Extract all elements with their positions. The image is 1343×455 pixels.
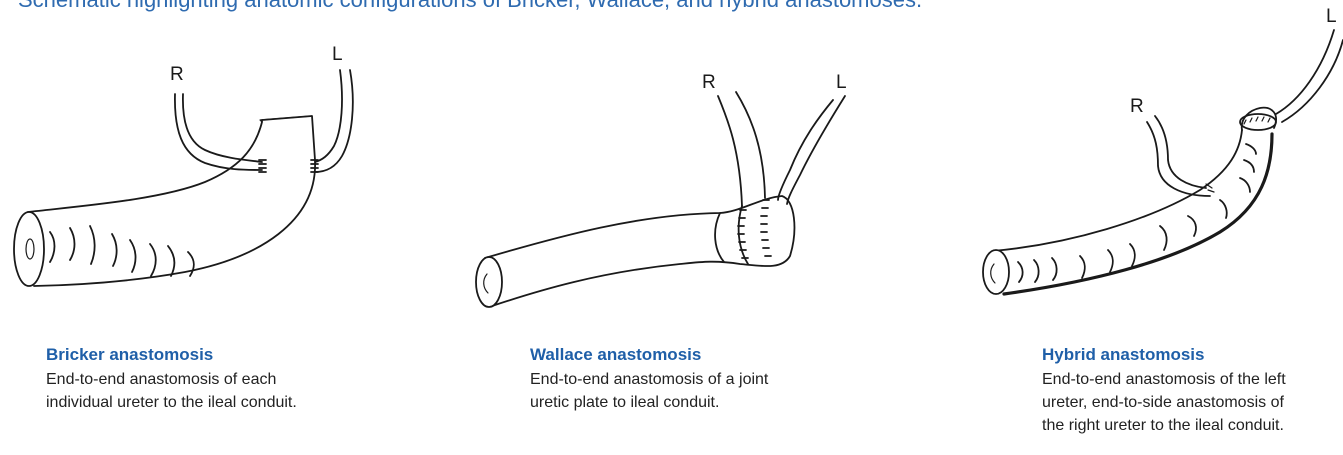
wallace-illustration: R L xyxy=(476,72,847,307)
bricker-caption: Bricker anastomosis End-to-end anastomos… xyxy=(46,344,297,414)
wallace-sutures xyxy=(738,200,771,258)
hybrid-left-ureter xyxy=(1276,30,1334,114)
hybrid-conduit-folds xyxy=(1018,144,1256,282)
wallace-caption: Wallace anastomosis End-to-end anastomos… xyxy=(530,344,768,414)
hybrid-conduit xyxy=(993,130,1242,251)
wallace-label-l: L xyxy=(836,72,847,93)
bricker-conduit-opening xyxy=(14,212,44,286)
hybrid-caption: Hybrid anastomosis End-to-end anastomosi… xyxy=(1042,344,1286,437)
wallace-heading: Wallace anastomosis xyxy=(530,344,768,366)
wallace-conduit-opening xyxy=(476,257,502,307)
bricker-label-r: R xyxy=(170,64,184,85)
bricker-conduit-folds xyxy=(50,226,194,276)
wallace-left-ureter xyxy=(778,100,833,200)
bricker-left-ureter xyxy=(315,70,342,162)
bricker-label-l: L xyxy=(332,44,343,65)
hybrid-label-l: L xyxy=(1326,6,1337,27)
bricker-conduit xyxy=(28,116,315,286)
bricker-right-ureter xyxy=(183,94,262,162)
hybrid-conduit-opening xyxy=(983,250,1009,294)
wallace-description: End-to-end anastomosis of a joint uretic… xyxy=(530,368,768,414)
wallace-right-ureter xyxy=(718,96,742,206)
bricker-illustration: R L xyxy=(14,44,353,286)
wallace-conduit xyxy=(485,196,794,306)
bricker-heading: Bricker anastomosis xyxy=(46,344,297,366)
hybrid-description: End-to-end anastomosis of the left urete… xyxy=(1042,368,1286,437)
hybrid-illustration: R L xyxy=(983,6,1343,294)
bricker-description: End-to-end anastomosis of each individua… xyxy=(46,368,297,414)
wallace-label-r: R xyxy=(702,72,716,93)
hybrid-heading: Hybrid anastomosis xyxy=(1042,344,1286,366)
hybrid-label-r: R xyxy=(1130,96,1144,117)
